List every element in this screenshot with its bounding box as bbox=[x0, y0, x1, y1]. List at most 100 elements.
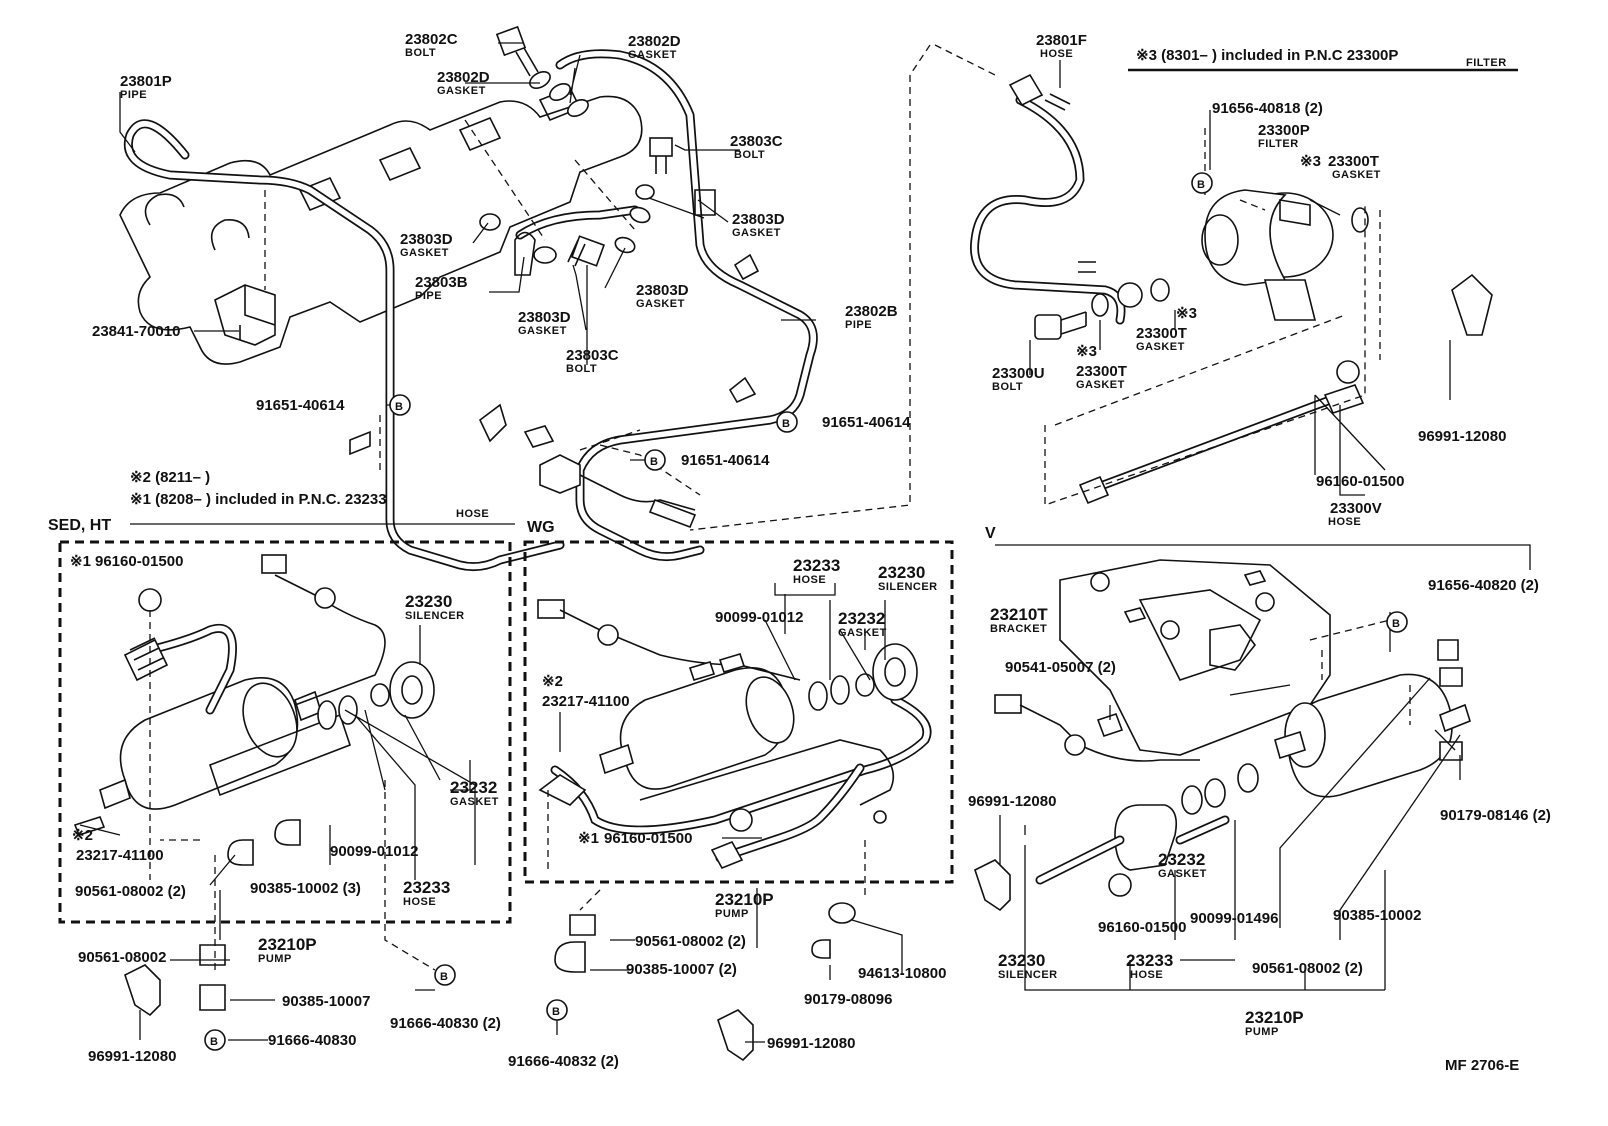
b-marker: B bbox=[776, 411, 798, 433]
label-v-23233-name: HOSE bbox=[1130, 969, 1163, 981]
label-s-23230: 23230 bbox=[405, 592, 452, 611]
label-v-23230: 23230 bbox=[998, 951, 1045, 970]
filter-group bbox=[970, 60, 1493, 506]
label-w-23217: 23217-41100 bbox=[542, 693, 630, 710]
label-w-90561: 90561-08002 (2) bbox=[635, 933, 746, 950]
label-23300U-name: BOLT bbox=[992, 381, 1023, 393]
label-91656-818: 91656-40818 (2) bbox=[1212, 100, 1323, 117]
label-v-96991: 96991-12080 bbox=[968, 793, 1056, 810]
label-s-23210P: 23210P bbox=[258, 935, 317, 954]
label-23841: 23841-70010 bbox=[92, 323, 180, 340]
label-96160-r: 96160-01500 bbox=[1316, 473, 1404, 490]
label-w-90179: 90179-08096 bbox=[804, 991, 892, 1008]
section-sed-ht: SED, HT bbox=[48, 517, 111, 534]
label-w-23210P: 23210P bbox=[715, 890, 774, 909]
label-23803D-c-name: GASKET bbox=[636, 298, 685, 310]
label-v-23210P: 23210P bbox=[1245, 1008, 1304, 1027]
svg-text:B: B bbox=[650, 456, 658, 468]
label-v-90561: 90561-08002 (2) bbox=[1252, 960, 1363, 977]
label-23803B-name: PIPE bbox=[415, 290, 442, 302]
label-w-96160: 96160-01500 bbox=[604, 830, 692, 847]
label-23803D-c: 23803D bbox=[636, 282, 689, 299]
label-23300T-a: 23300T bbox=[1328, 153, 1379, 170]
label-v-90099: 90099-01496 bbox=[1190, 910, 1278, 927]
label-v-23230-name: SILENCER bbox=[998, 969, 1058, 981]
label-v-90179: 90179-08146 (2) bbox=[1440, 807, 1551, 824]
engine-labels: 23802C BOLT 23802D GASKET 23802D GASKET … bbox=[92, 31, 911, 471]
label-s-91666: 91666-40830 bbox=[268, 1032, 356, 1049]
label-91651-a: 91651-40614 bbox=[256, 397, 345, 414]
sed-ht-labels: ※1 96160-01500 23230 SILENCER 23232 GASK… bbox=[70, 553, 501, 1065]
label-23300P-name: FILTER bbox=[1258, 138, 1299, 150]
label-23802D-a-name: GASKET bbox=[628, 49, 677, 61]
label-23803D-b-name: GASKET bbox=[732, 227, 781, 239]
label-v-23232: 23232 bbox=[1158, 850, 1205, 869]
drawing-number: MF 2706-E bbox=[1445, 1057, 1519, 1074]
b-marker: B bbox=[1191, 172, 1213, 194]
label-s-23232-name: GASKET bbox=[450, 796, 499, 808]
b-marker: B bbox=[389, 394, 411, 416]
label-23802D-b-name: GASKET bbox=[437, 85, 486, 97]
label-w-23232: 23232 bbox=[838, 609, 885, 628]
marker-x2-wg: ※2 bbox=[542, 673, 563, 690]
label-91651-c: 91651-40614 bbox=[681, 452, 770, 469]
label-s-96160: 96160-01500 bbox=[95, 553, 183, 570]
filter-labels: 23801F HOSE ※3 (8301– ) included in P.N.… bbox=[992, 32, 1518, 528]
label-w-23210P-name: PUMP bbox=[715, 908, 749, 920]
label-23802B-name: PIPE bbox=[845, 319, 872, 331]
label-w-90385: 90385-10007 (2) bbox=[626, 961, 737, 978]
label-23802B: 23802B bbox=[845, 303, 898, 320]
label-s-90561: 90561-08002 (2) bbox=[75, 883, 186, 900]
label-23802D-a: 23802D bbox=[628, 33, 681, 50]
label-s-23232: 23232 bbox=[450, 778, 497, 797]
label-23803D-a-name: GASKET bbox=[400, 247, 449, 259]
engine-fuel-piping-group bbox=[119, 25, 996, 572]
label-v-23210P-name: PUMP bbox=[1245, 1026, 1279, 1038]
marker-x3-b: ※3 bbox=[1176, 305, 1197, 322]
note-2: ※2 (8211– ) bbox=[130, 469, 210, 486]
label-23803C-b: 23803C bbox=[566, 347, 619, 364]
label-w-23232-name: GASKET bbox=[838, 627, 887, 639]
wg-labels: 23233 HOSE 23230 SILENCER 90099-01012 23… bbox=[508, 556, 946, 1070]
label-v-90541: 90541-05007 (2) bbox=[1005, 659, 1116, 676]
label-23300U: 23300U bbox=[992, 365, 1045, 382]
label-23801F-name: HOSE bbox=[1040, 48, 1073, 60]
b-marker: B bbox=[644, 449, 666, 471]
label-s-90099: 90099-01012 bbox=[330, 843, 418, 860]
svg-text:B: B bbox=[440, 971, 448, 983]
note-1-sub: HOSE bbox=[456, 508, 489, 520]
b-marker: B bbox=[434, 964, 456, 986]
label-s-90385b: 90385-10007 bbox=[282, 993, 370, 1010]
marker-x1-wg: ※1 bbox=[578, 830, 599, 847]
wg-pump-group bbox=[523, 540, 954, 1062]
marker-x3-c: ※3 bbox=[1076, 343, 1097, 360]
label-s-23217: 23217-41100 bbox=[76, 847, 164, 864]
label-v-23233: 23233 bbox=[1126, 951, 1173, 970]
label-23802D-b: 23802D bbox=[437, 69, 490, 86]
svg-text:B: B bbox=[782, 418, 790, 430]
label-23803D-d: 23803D bbox=[518, 309, 571, 326]
section-wg: WG bbox=[527, 519, 555, 536]
label-w-23230: 23230 bbox=[878, 563, 925, 582]
label-23801P-name: PIPE bbox=[120, 89, 147, 101]
section-v: V bbox=[985, 525, 996, 542]
label-91651-b: 91651-40614 bbox=[822, 414, 911, 431]
label-w-23233-name: HOSE bbox=[793, 574, 826, 586]
label-w-94613: 94613-10800 bbox=[858, 965, 946, 982]
label-s-96991: 96991-12080 bbox=[88, 1048, 176, 1065]
label-23803C-b-name: BOLT bbox=[566, 363, 597, 375]
sed-ht-pump-group bbox=[58, 540, 512, 1041]
label-23802C: 23802C bbox=[405, 31, 458, 48]
label-w-96991: 96991-12080 bbox=[767, 1035, 855, 1052]
svg-text:B: B bbox=[395, 401, 403, 413]
label-23300T-b-name: GASKET bbox=[1136, 341, 1185, 353]
svg-text:B: B bbox=[552, 1006, 560, 1018]
label-s-23210P-name: PUMP bbox=[258, 953, 292, 965]
label-s-23233: 23233 bbox=[403, 878, 450, 897]
label-23801P: 23801P bbox=[120, 73, 172, 90]
label-23802C-name: BOLT bbox=[405, 47, 436, 59]
section-headers: SED, HT WG V bbox=[48, 517, 1531, 570]
label-s-23230-name: SILENCER bbox=[405, 610, 465, 622]
label-v-23210T-name: BRACKET bbox=[990, 623, 1047, 635]
label-23300T-a-name: GASKET bbox=[1332, 169, 1381, 181]
